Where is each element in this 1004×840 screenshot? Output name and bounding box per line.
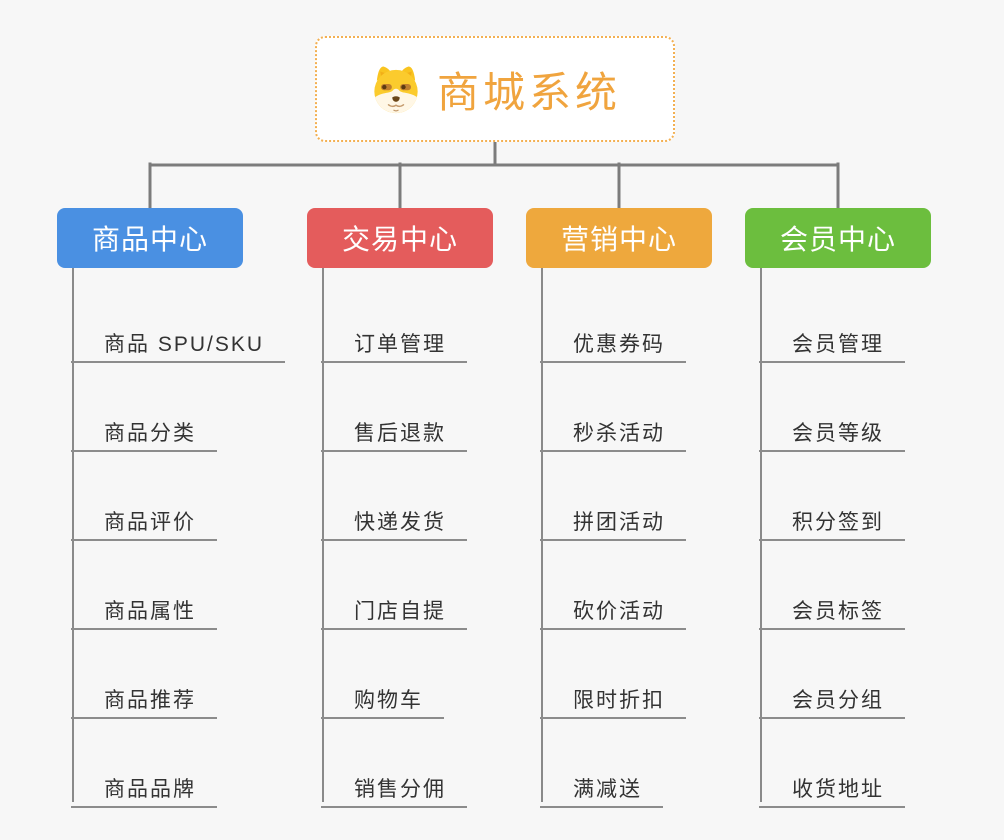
child-node[interactable]: 售后退款 bbox=[321, 404, 467, 452]
branch-spine bbox=[72, 268, 74, 802]
child-node[interactable]: 秒杀活动 bbox=[540, 404, 686, 452]
branch-node-product-center[interactable]: 商品中心 bbox=[57, 208, 243, 268]
branch-label: 商品中心 bbox=[91, 224, 208, 255]
branch-spine bbox=[541, 268, 543, 802]
child-node[interactable]: 会员管理 bbox=[759, 315, 905, 363]
child-node[interactable]: 会员分组 bbox=[759, 671, 905, 719]
branch-node-member-center[interactable]: 会员中心 bbox=[745, 208, 931, 268]
child-node[interactable]: 订单管理 bbox=[321, 315, 467, 363]
branch-node-trade-center[interactable]: 交易中心 bbox=[307, 208, 493, 268]
child-node[interactable]: 购物车 bbox=[321, 671, 444, 719]
branch-spine bbox=[322, 268, 324, 802]
child-node[interactable]: 商品分类 bbox=[71, 404, 217, 452]
child-node[interactable]: 会员等级 bbox=[759, 404, 905, 452]
child-node[interactable]: 限时折扣 bbox=[540, 671, 686, 719]
child-node[interactable]: 积分签到 bbox=[759, 493, 905, 541]
branch-label: 会员中心 bbox=[779, 224, 896, 255]
child-node[interactable]: 优惠券码 bbox=[540, 315, 686, 363]
root-node[interactable]: 商城系统 bbox=[315, 36, 675, 142]
child-node[interactable]: 商品评价 bbox=[71, 493, 217, 541]
child-node[interactable]: 砍价活动 bbox=[540, 582, 686, 630]
child-node[interactable]: 快递发货 bbox=[321, 493, 467, 541]
child-node[interactable]: 商品 SPU/SKU bbox=[71, 315, 286, 363]
doge-icon bbox=[374, 66, 418, 114]
branch-spine bbox=[760, 268, 762, 802]
child-node[interactable]: 满减送 bbox=[540, 760, 663, 808]
root-title: 商城系统 bbox=[436, 68, 621, 116]
child-node[interactable]: 销售分佣 bbox=[321, 760, 467, 808]
branch-label: 营销中心 bbox=[560, 224, 677, 255]
child-node[interactable]: 拼团活动 bbox=[540, 493, 686, 541]
child-node[interactable]: 商品属性 bbox=[71, 582, 217, 630]
child-node[interactable]: 收货地址 bbox=[759, 760, 905, 808]
branch-label: 交易中心 bbox=[341, 224, 458, 255]
child-node[interactable]: 会员标签 bbox=[759, 582, 905, 630]
child-node[interactable]: 商品推荐 bbox=[71, 671, 217, 719]
child-node[interactable]: 商品品牌 bbox=[71, 760, 217, 808]
child-node[interactable]: 门店自提 bbox=[321, 582, 467, 630]
branch-node-marketing-center[interactable]: 营销中心 bbox=[526, 208, 712, 268]
